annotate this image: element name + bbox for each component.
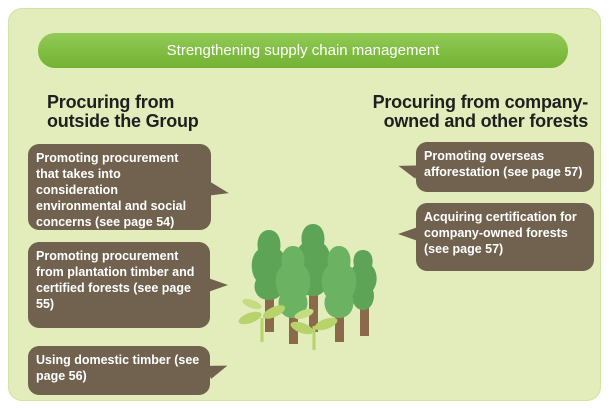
callout-domestic-timber: Using domestic timber (see page 56) xyxy=(28,346,210,395)
callout-forest-certification: Acquiring certification for company-owne… xyxy=(398,203,594,271)
tree-foliage xyxy=(321,246,357,318)
tree-trunk xyxy=(360,302,369,336)
tree-trunk xyxy=(335,302,344,342)
tree-foliage xyxy=(349,250,377,310)
callout-procurement-considerations: Promoting procurement that takes into co… xyxy=(28,144,211,230)
tree-trunk xyxy=(309,277,318,332)
sprout-right xyxy=(290,308,338,350)
tree-trunk xyxy=(265,282,274,332)
right-heading: Procuring from company-owned and other f… xyxy=(372,92,589,131)
callout-overseas-afforestation: Promoting overseas afforestation (see pa… xyxy=(416,142,594,192)
callout-plantation-timber: Promoting procurement from plantation ti… xyxy=(28,242,228,328)
banner-title: Strengthening supply chain management xyxy=(38,33,568,68)
forest-illustration xyxy=(238,224,377,350)
sprout-left xyxy=(238,298,286,342)
tree-foliage xyxy=(275,246,311,318)
